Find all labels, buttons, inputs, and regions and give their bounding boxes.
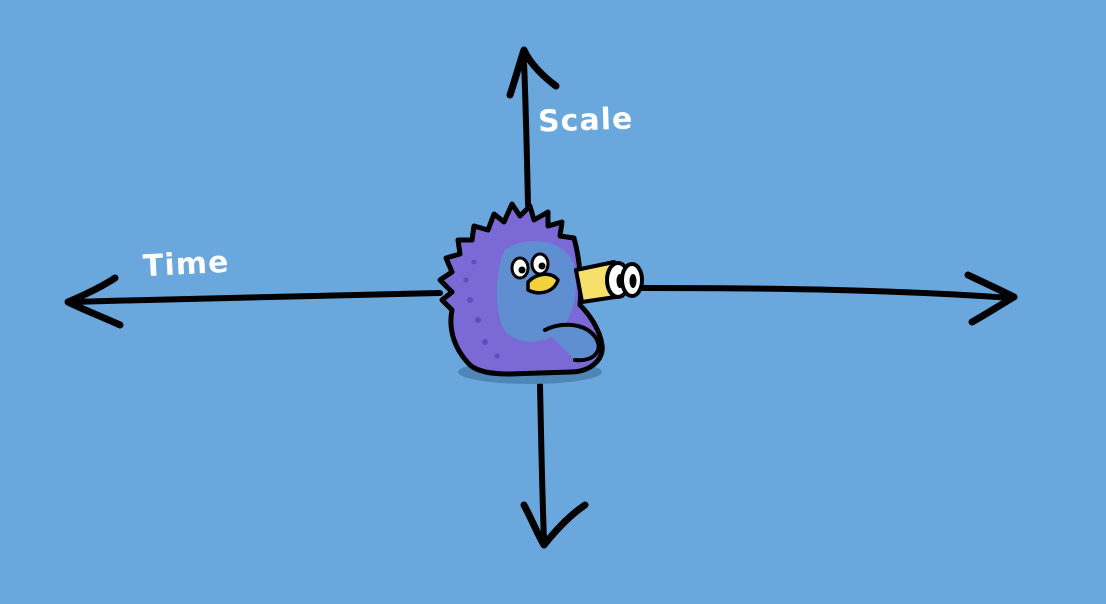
horizontal-axis-label: Time: [142, 244, 231, 285]
vertical-axis-up: [521, 59, 531, 208]
horizontal-axis-left-arrowhead: [64, 274, 124, 329]
vertical-axis-label: Scale: [537, 101, 634, 140]
creature-beak: [526, 272, 560, 295]
creature-arm: [543, 322, 601, 363]
binoculars-icon: [574, 260, 644, 304]
horizontal-axis-right-arrowhead: [964, 271, 1018, 326]
vertical-axis-down-arrowhead: [520, 501, 589, 549]
vertical-axis-up-arrowhead: [506, 46, 560, 99]
horizontal-axis-left: [69, 290, 443, 305]
vertical-axis-down: [537, 382, 547, 543]
furry-creature-with-binoculars-icon: [437, 201, 644, 384]
horizontal-axis-right: [637, 285, 1015, 301]
fur-texture: [463, 259, 500, 359]
